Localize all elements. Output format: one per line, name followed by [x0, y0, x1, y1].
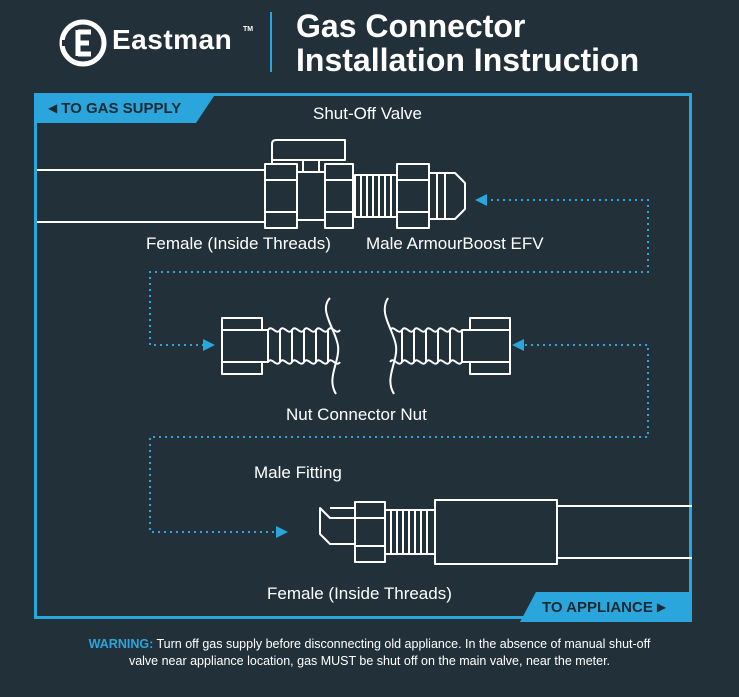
- header-divider: [270, 12, 272, 72]
- warning-line2: valve near appliance location, gas MUST …: [128, 654, 611, 668]
- routing-lines: [149, 199, 649, 533]
- to-appliance-tab: TO APPLIANCE▶: [520, 592, 692, 622]
- shut-off-valve: [264, 139, 354, 229]
- warning-prefix: WARNING:: [88, 637, 154, 651]
- warning-note: WARNING: Turn off gas supply before disc…: [0, 636, 739, 670]
- triangle-left-icon: ◀: [48, 101, 58, 115]
- shut-off-valve-label: Shut-Off Valve: [313, 104, 422, 123]
- right-connector-nut: [383, 297, 511, 395]
- triangle-right-icon: ▶: [656, 600, 667, 614]
- male-armourboost-efv-label: Male ArmourBoost EFV: [366, 234, 544, 253]
- female-inside-threads-top-label: Female (Inside Threads): [146, 234, 331, 253]
- diagram-frame: [34, 93, 692, 619]
- male-fitting-label: Male Fitting: [254, 463, 342, 482]
- to-appliance-label: TO APPLIANCE: [542, 599, 653, 616]
- trademark: TM: [243, 26, 254, 33]
- nut-connector-nut-label: Nut Connector Nut: [286, 405, 427, 424]
- brand-name: Eastman: [112, 24, 233, 55]
- header: Eastman TM Gas Connector Installation In…: [0, 0, 739, 90]
- page-title-line1: Gas Connector: [296, 8, 526, 44]
- female-inside-threads-bottom-label: Female (Inside Threads): [267, 584, 452, 603]
- warning-line1: Turn off gas supply before disconnecting…: [153, 637, 651, 651]
- routing-arrowheads: [203, 194, 524, 538]
- appliance-pipe: [557, 505, 692, 559]
- page-title-line2: Installation Instruction: [296, 42, 640, 78]
- efv-threads: [360, 175, 392, 217]
- left-connector-nut: [221, 297, 341, 395]
- eastman-logo-icon: [59, 19, 107, 67]
- gas-supply-pipe: [37, 169, 265, 223]
- to-gas-supply-label: TO GAS SUPPLY: [61, 100, 182, 117]
- male-armourboost-efv: [354, 163, 466, 229]
- to-gas-supply-tab: ◀TO GAS SUPPLY: [34, 93, 216, 123]
- male-fitting: [319, 499, 558, 565]
